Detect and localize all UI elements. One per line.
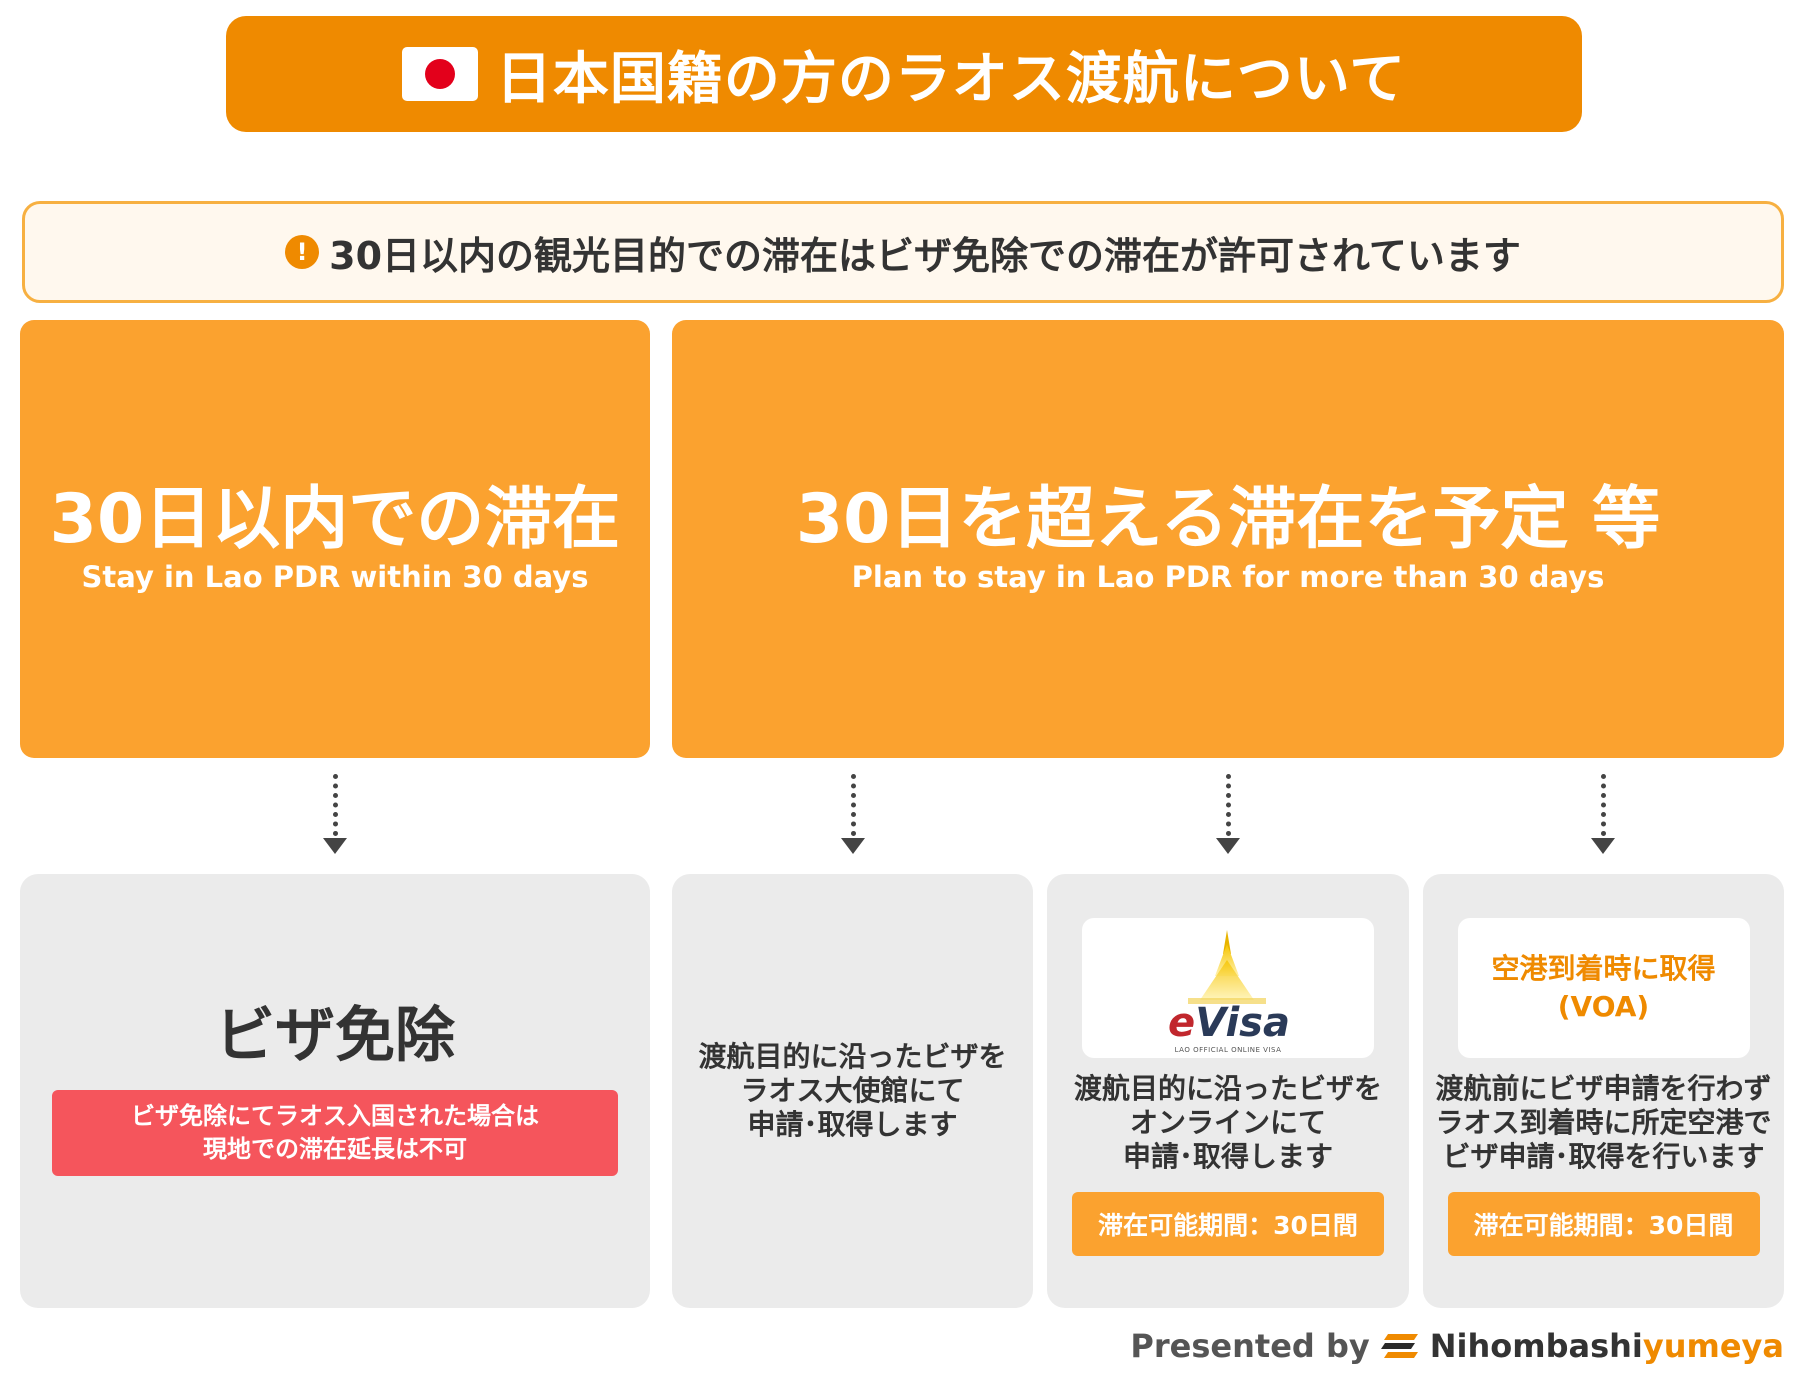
page-header: 日本国籍の方のラオス渡航について <box>226 16 1582 132</box>
down-arrow-icon <box>838 774 868 860</box>
result-evisa: eVisa LAO OFFICIAL ONLINE VISA 渡航目的に沿ったビ… <box>1047 874 1409 1308</box>
footer-credit: Presented by Nihombashiyumeya <box>1130 1322 1784 1370</box>
voa-label-box: 空港到着時に取得 (VOA) <box>1457 918 1750 1058</box>
evisa-wordmark-rest: Visa <box>1195 1000 1290 1046</box>
notice-banner: ! 30日以内の観光目的での滞在はビザ免除での滞在が許可されています <box>22 201 1784 303</box>
stay-period-badge: 滞在可能期間：30日間 <box>1072 1192 1384 1256</box>
page-title: 日本国籍の方のラオス渡航について <box>495 46 1407 112</box>
category-title: 30日を超える滞在を予定 等 <box>795 480 1661 560</box>
category-over-30-days: 30日を超える滞在を予定 等 Plan to stay in Lao PDR f… <box>672 320 1784 758</box>
result-embassy-visa: 渡航目的に沿ったビザを ラオス大使館にて 申請･取得します <box>672 874 1033 1308</box>
voa-description: 渡航前にビザ申請を行わず ラオス到着時に所定空港で ビザ申請･取得を行います <box>1435 1072 1771 1174</box>
brand-name: Nihombashiyumeya <box>1430 1327 1784 1365</box>
evisa-wordmark-e: e <box>1168 1000 1196 1046</box>
down-arrow-icon <box>1588 774 1618 860</box>
description-line: ラオス到着時に所定空港で <box>1435 1106 1772 1139</box>
voa-label-line: 空港到着時に取得 <box>1491 952 1716 985</box>
visa-free-title: ビザ免除 <box>215 1000 455 1071</box>
description-line: 渡航目的に沿ったビザを <box>1073 1072 1382 1105</box>
description-line: 渡航前にビザ申請を行わず <box>1435 1072 1772 1105</box>
result-visa-on-arrival: 空港到着時に取得 (VOA) 渡航前にビザ申請を行わず ラオス到着時に所定空港で… <box>1423 874 1784 1308</box>
exclamation-icon: ! <box>285 235 320 269</box>
description-line: ビザ申請･取得を行います <box>1442 1140 1765 1173</box>
brand-name-part: Nihombashi <box>1429 1327 1643 1365</box>
evisa-logo-box: eVisa LAO OFFICIAL ONLINE VISA <box>1082 918 1374 1058</box>
evisa-wordmark: eVisa <box>1154 1000 1304 1046</box>
evisa-tagline: LAO OFFICIAL ONLINE VISA <box>1174 1046 1282 1054</box>
presented-by-label: Presented by <box>1130 1327 1370 1365</box>
voa-label: 空港到着時に取得 (VOA) <box>1491 950 1715 1026</box>
category-title: 30日以内での滞在 <box>49 480 621 560</box>
category-subtitle: Stay in Lao PDR within 30 days <box>81 559 589 594</box>
category-subtitle: Plan to stay in Lao PDR for more than 30… <box>851 559 1605 594</box>
stay-period-badge: 滞在可能期間：30日間 <box>1447 1192 1760 1256</box>
warning-line: 現地での滞在延長は不可 <box>203 1134 467 1163</box>
brand-name-accent: yumeya <box>1642 1327 1784 1365</box>
description-line: 申請･取得します <box>747 1108 958 1141</box>
notice-text: 30日以内の観光目的での滞在はビザ免除での滞在が許可されています <box>329 233 1521 278</box>
embassy-description: 渡航目的に沿ったビザを ラオス大使館にて 申請･取得します <box>698 1040 1006 1142</box>
evisa-logo: eVisa LAO OFFICIAL ONLINE VISA <box>1128 928 1328 1054</box>
description-line: オンラインにて <box>1129 1106 1326 1139</box>
description-line: 渡航目的に沿ったビザを <box>698 1040 1007 1073</box>
brand-logo-icon <box>1380 1334 1418 1358</box>
description-line: ラオス大使館にて <box>740 1074 965 1107</box>
evisa-description: 渡航目的に沿ったビザを オンラインにて 申請･取得します <box>1074 1072 1382 1174</box>
visa-free-warning: ビザ免除にてラオス入国された場合は 現地での滞在延長は不可 <box>52 1089 618 1176</box>
description-line: 申請･取得します <box>1122 1140 1333 1173</box>
stupa-icon <box>1188 930 1266 1004</box>
down-arrow-icon <box>1213 774 1243 860</box>
japan-flag-icon <box>401 47 478 101</box>
voa-label-line: (VOA) <box>1557 990 1650 1023</box>
down-arrow-icon <box>320 774 350 860</box>
result-visa-free: ビザ免除 ビザ免除にてラオス入国された場合は 現地での滞在延長は不可 <box>20 874 650 1308</box>
warning-line: ビザ免除にてラオス入国された場合は <box>131 1101 539 1130</box>
category-within-30-days: 30日以内での滞在 Stay in Lao PDR within 30 days <box>20 320 650 758</box>
